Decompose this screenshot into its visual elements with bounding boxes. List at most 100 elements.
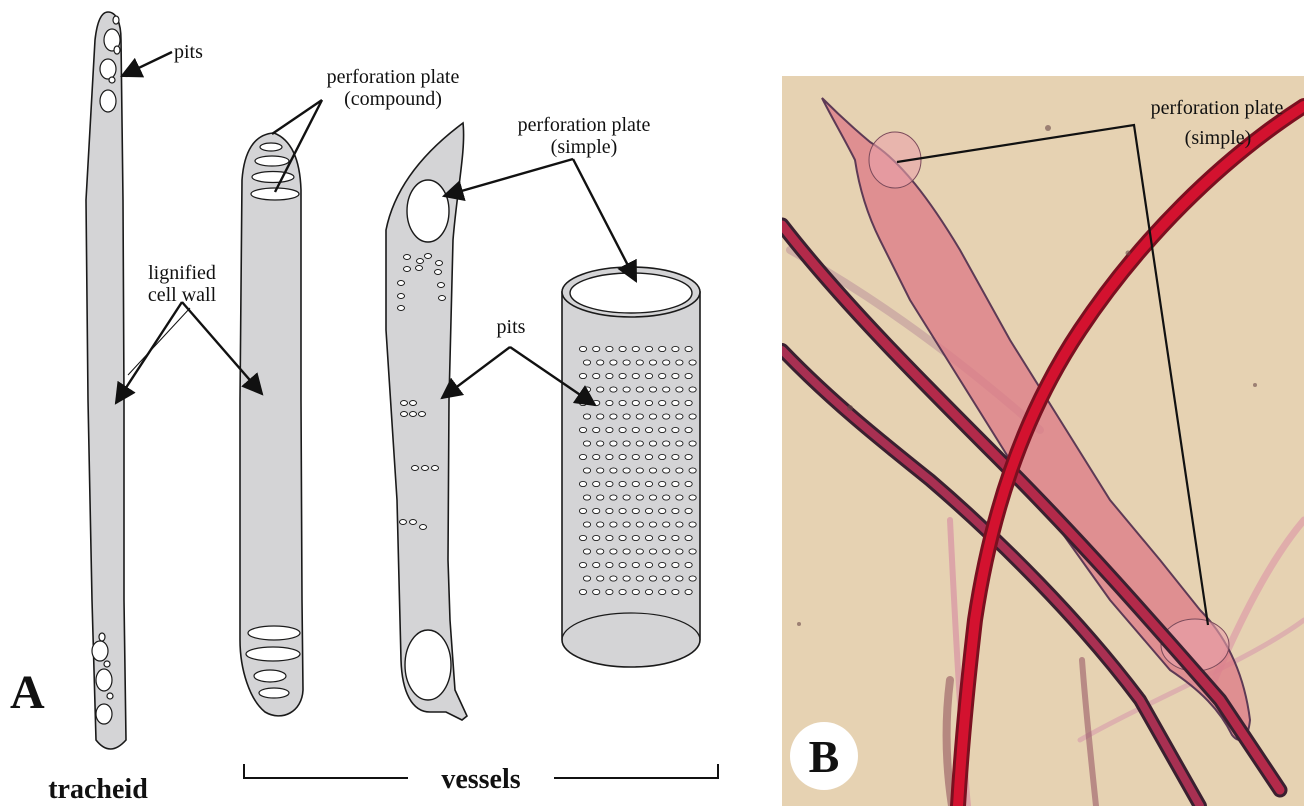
cylinder-pit xyxy=(606,346,613,351)
cylinder-pit xyxy=(676,576,683,581)
cylinder-pit xyxy=(645,373,652,378)
cylinder-pit xyxy=(619,346,626,351)
cylinder-pit xyxy=(597,495,604,500)
cylinder-pit xyxy=(619,508,626,513)
cylinder-pit xyxy=(685,562,692,567)
cylinder-pit xyxy=(579,427,586,432)
cylinder-pit xyxy=(593,373,600,378)
label-lignified-2: cell wall xyxy=(148,284,217,306)
cylinder-pit xyxy=(610,495,617,500)
cylinder-pit xyxy=(632,346,639,351)
cylinder-pit xyxy=(632,481,639,486)
label-b-perforation-2: (simple) xyxy=(1185,127,1252,149)
cylinder-pit xyxy=(606,400,613,405)
cylinder-pit xyxy=(659,535,666,540)
cylinder-pit xyxy=(672,562,679,567)
cylinder-pit xyxy=(623,549,630,554)
cylinder-pit xyxy=(636,468,643,473)
cylinder-pit xyxy=(645,562,652,567)
cylinder-pit xyxy=(649,468,656,473)
cylinder-pit xyxy=(610,360,617,365)
cylinder-pit xyxy=(623,576,630,581)
cylinder-pit xyxy=(649,576,656,581)
vessel-compound xyxy=(240,133,303,716)
panel-a: pits perforation plate (compound) perfor… xyxy=(10,12,718,805)
cylinder-pit xyxy=(659,562,666,567)
cylinder-pit xyxy=(663,549,670,554)
cylinder-pit xyxy=(689,468,696,473)
cylinder-pit xyxy=(593,481,600,486)
cylinder-pit xyxy=(636,576,643,581)
cylinder-pit xyxy=(606,427,613,432)
cylinder-pit xyxy=(623,360,630,365)
cylinder-pit xyxy=(610,549,617,554)
cylinder-pit xyxy=(645,481,652,486)
cylinder-pit xyxy=(659,400,666,405)
cylinder-pit xyxy=(619,454,626,459)
cylinder-pit xyxy=(672,589,679,594)
cylinder-pit xyxy=(610,576,617,581)
cylinder-pit xyxy=(593,346,600,351)
cylinder-pit xyxy=(672,481,679,486)
cylinder-pit xyxy=(579,346,586,351)
cylinder-pit xyxy=(606,508,613,513)
cylinder-pit xyxy=(610,468,617,473)
cylinder-pit xyxy=(632,562,639,567)
cylinder-pit xyxy=(619,400,626,405)
cylinder-pit xyxy=(623,468,630,473)
cylinder-pit xyxy=(659,373,666,378)
cylinder-pit xyxy=(689,414,696,419)
cylinder-pit xyxy=(579,589,586,594)
cylinder-pit xyxy=(606,535,613,540)
cylinder-pit xyxy=(597,522,604,527)
cylinder-pit xyxy=(676,414,683,419)
cylinder-pit xyxy=(606,481,613,486)
cylinder-pit xyxy=(632,508,639,513)
cylinder-pit xyxy=(583,495,590,500)
cylinder-pit xyxy=(579,481,586,486)
cylinder-pit xyxy=(583,414,590,419)
cylinder-pit xyxy=(663,387,670,392)
label-tracheid: tracheid xyxy=(48,774,148,805)
label-pits-middle: pits xyxy=(497,316,526,338)
cylinder-pit xyxy=(636,441,643,446)
label-perforation-simple-2: (simple) xyxy=(551,136,618,158)
cylinder-pit xyxy=(672,373,679,378)
cylinder-pit xyxy=(659,481,666,486)
cylinder-pit xyxy=(689,576,696,581)
cylinder-pit xyxy=(659,589,666,594)
label-b-perforation-1: perforation plate xyxy=(1151,97,1284,119)
label-perforation-simple-1: perforation plate xyxy=(518,114,651,136)
cylinder-pit xyxy=(689,360,696,365)
cylinder-pit xyxy=(623,414,630,419)
cylinder-pit xyxy=(623,495,630,500)
cylinder-pit xyxy=(579,508,586,513)
cylinder-pit xyxy=(619,589,626,594)
cylinder-pit xyxy=(632,589,639,594)
cylinder-pit xyxy=(672,400,679,405)
cylinder-pit xyxy=(672,535,679,540)
cylinder-pit xyxy=(593,454,600,459)
cylinder-pit xyxy=(583,387,590,392)
cylinder-pit xyxy=(672,508,679,513)
cylinder-pit xyxy=(649,441,656,446)
cylinder-pit xyxy=(619,427,626,432)
cylinder-pit xyxy=(636,522,643,527)
cylinder-pit xyxy=(645,427,652,432)
cylinder-pit xyxy=(623,387,630,392)
label-pits-top: pits xyxy=(174,41,203,63)
cylinder-pit xyxy=(610,387,617,392)
cylinder-pit xyxy=(597,549,604,554)
cylinder-pit xyxy=(649,495,656,500)
cylinder-pit xyxy=(659,346,666,351)
cylinder-pit xyxy=(579,454,586,459)
cylinder-pit xyxy=(689,549,696,554)
cylinder-pit xyxy=(645,535,652,540)
cylinder-pit xyxy=(583,468,590,473)
cylinder-pit xyxy=(610,441,617,446)
cylinder-pit xyxy=(645,454,652,459)
cylinder-pit xyxy=(597,468,604,473)
cylinder-pit xyxy=(649,549,656,554)
cylinder-pit xyxy=(623,522,630,527)
cylinder-pit xyxy=(663,522,670,527)
